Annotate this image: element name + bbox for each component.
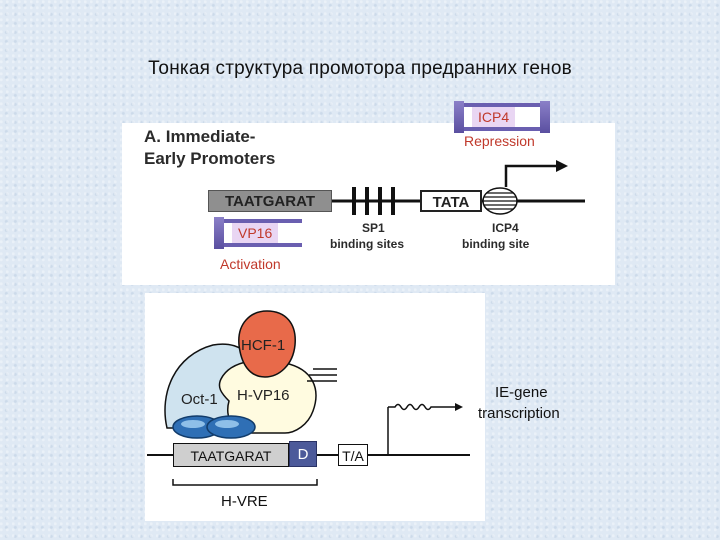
hvre-bracket xyxy=(172,479,318,486)
panel-immediate-early-promoters: A. Immediate- Early Promoters TAATGARAT … xyxy=(122,123,615,285)
vp16-label: VP16 xyxy=(232,223,279,243)
sp1-binding-sites-mark xyxy=(352,187,395,215)
ta-box: T/A xyxy=(338,444,368,466)
vp16-bar: VP16 xyxy=(214,217,302,249)
transcription-arrow xyxy=(387,403,463,455)
taatgarat-box: TAATGARAT xyxy=(208,190,332,212)
motion-lines xyxy=(307,368,337,382)
icp4-site-label-line1: ICP4 xyxy=(492,221,519,235)
slide-title: Тонкая структура промотора предранних ге… xyxy=(148,58,572,79)
icp4-site-label-line2: binding site xyxy=(462,237,530,251)
hvp16-label: H-VP16 xyxy=(237,387,290,404)
taatgarat-box: TAATGARAT xyxy=(173,443,289,467)
vp16-bar-left-cap xyxy=(214,217,224,249)
oct1-label: Oct-1 xyxy=(181,391,218,408)
icp4-bar: ICP4 xyxy=(454,101,550,133)
sp1-label-line2: binding sites xyxy=(330,237,405,251)
icp4-bar-left-cap xyxy=(454,101,464,133)
hcf1-shape xyxy=(238,310,296,378)
activation-label: Activation xyxy=(220,256,281,272)
panel-a-heading-line1: A. Immediate- xyxy=(144,127,256,146)
panel-a-heading-line2: Early Promoters xyxy=(144,149,276,168)
panel-a-graphics xyxy=(210,160,585,215)
panel-vp16-complex: HCF-1 Oct-1 H-VP16 TAATGARAT D T/A IE-ge… xyxy=(145,293,560,521)
sp1-label-line1: SP1 xyxy=(362,221,385,235)
d-box: D xyxy=(289,441,317,467)
hvre-label: H-VRE xyxy=(221,493,268,510)
transcription-label-line1: IE-gene xyxy=(495,384,548,401)
icp4-bar-right-cap xyxy=(540,101,550,133)
transcription-label-line2: transcription xyxy=(478,405,560,422)
repression-label: Repression xyxy=(464,133,535,149)
icp4-binding-site-mark xyxy=(482,187,518,215)
hcf1-label: HCF-1 xyxy=(241,337,286,354)
icp4-label: ICP4 xyxy=(472,107,516,127)
transcription-start-arrow xyxy=(504,160,568,187)
tata-box: TATA xyxy=(420,190,482,212)
